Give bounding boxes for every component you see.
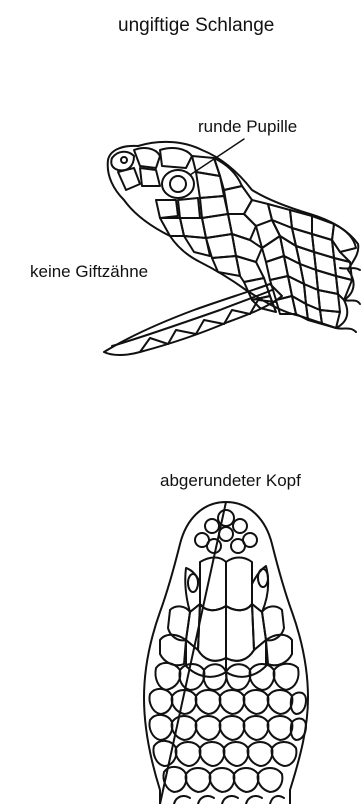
- snake-head-top-view: [144, 502, 308, 804]
- eye-ring: [162, 170, 194, 198]
- round-pupil: [170, 176, 186, 192]
- nostril: [121, 157, 127, 163]
- snake-head-side-view: [104, 139, 360, 355]
- body-scales: [149, 606, 306, 804]
